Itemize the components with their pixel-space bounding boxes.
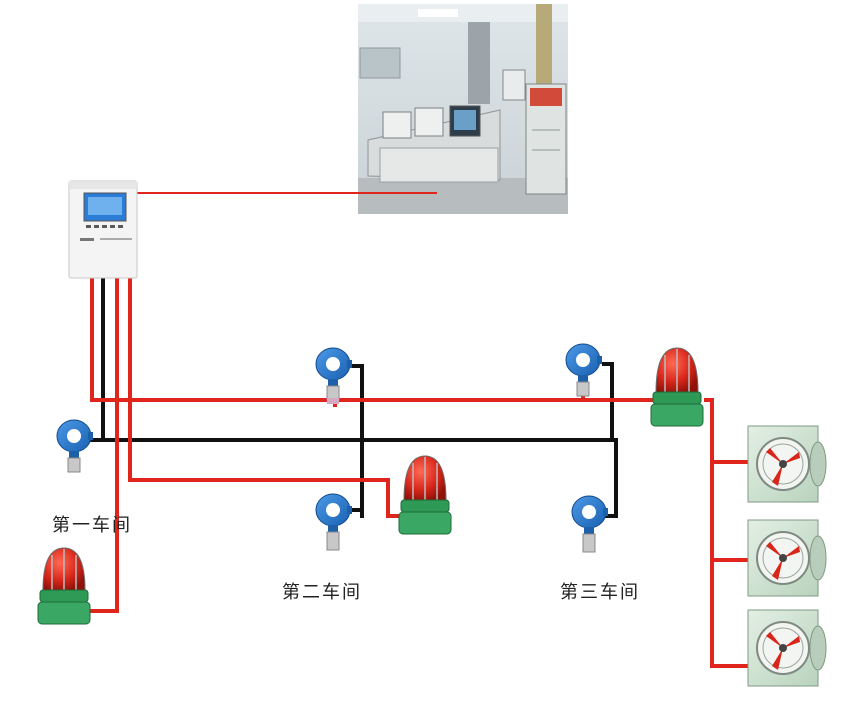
gas-alarm-controller: [68, 180, 138, 279]
gas-detector: [315, 493, 352, 551]
explosion-proof-exhaust-fan: [747, 609, 827, 687]
gas-detector: [565, 343, 602, 397]
control-room-photo: [358, 4, 568, 214]
workshop-1-label: 第一车间: [52, 515, 132, 536]
workshop-2-label: 第二车间: [282, 582, 362, 603]
gas-detector: [571, 495, 608, 553]
explosion-proof-exhaust-fan: [747, 519, 827, 597]
explosion-proof-alarm-lamp: [398, 455, 452, 535]
gas-detector: [315, 347, 352, 404]
wiring: [82, 192, 754, 668]
gas-detector: [56, 419, 93, 473]
explosion-proof-alarm-lamp: [37, 547, 91, 625]
workshop-3-label: 第三车间: [560, 582, 640, 603]
explosion-proof-alarm-lamp: [650, 347, 704, 427]
explosion-proof-exhaust-fan: [747, 425, 827, 503]
